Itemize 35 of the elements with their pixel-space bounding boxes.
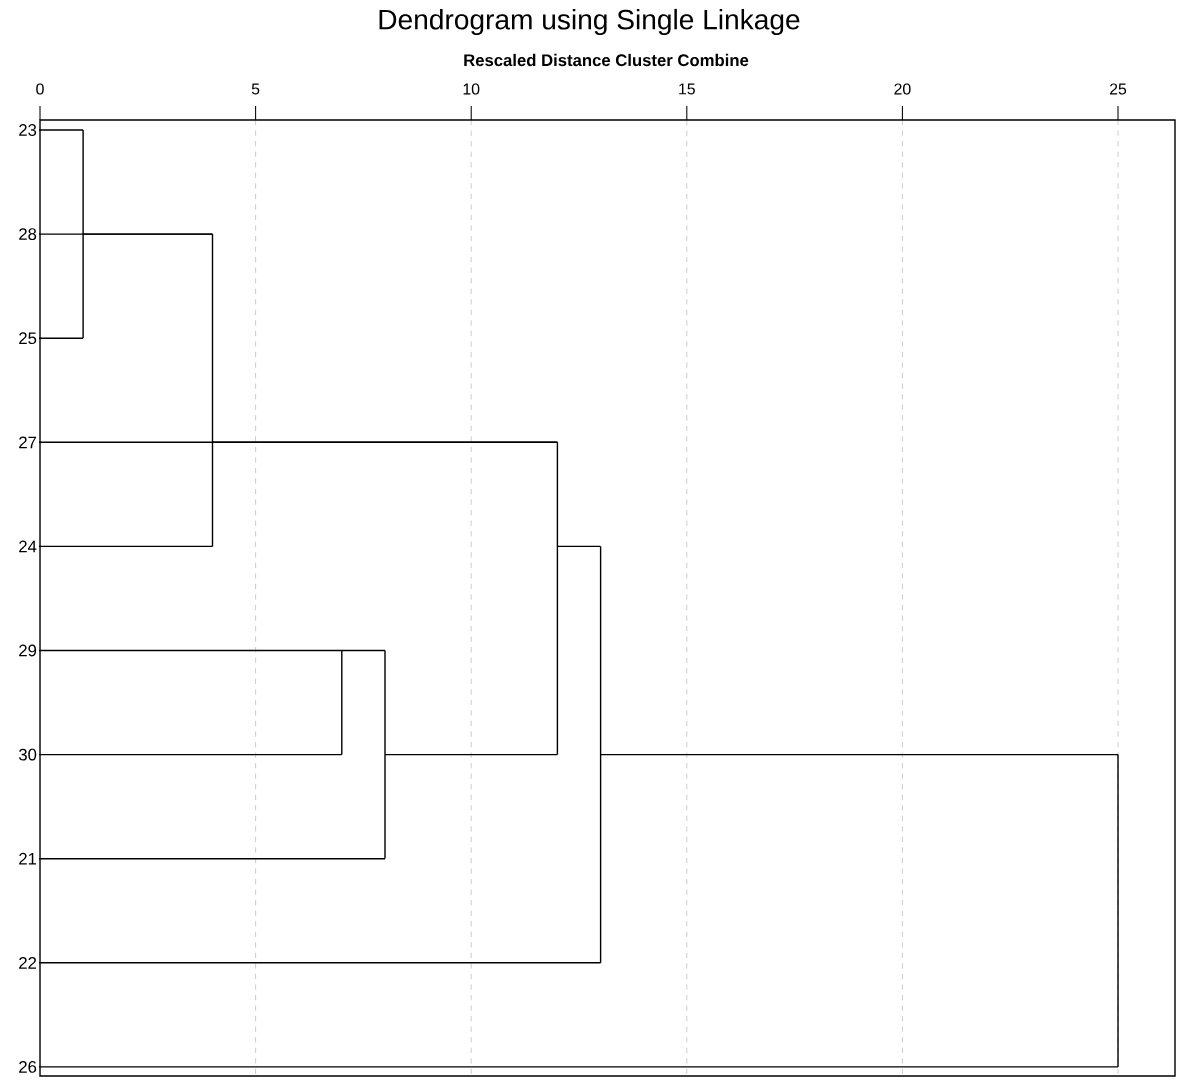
dendrogram-link: [556, 545, 602, 548]
merge-bar: [599, 545, 602, 964]
merge-bar: [556, 441, 559, 756]
leaf-label: 30: [18, 748, 37, 761]
leaf-label: 23: [19, 124, 37, 136]
tick-label: 10: [463, 83, 480, 95]
dendrogram-link: [38, 545, 214, 548]
leaf-label: 21: [19, 852, 37, 865]
dendrogram-link: [38, 129, 84, 131]
dendrogram-link: [38, 858, 386, 860]
dendrogram-link: [38, 337, 84, 339]
dendrogram-link: [341, 649, 386, 652]
tick-label: 5: [251, 83, 260, 95]
dendrogram-link: [384, 753, 559, 756]
leaf-label: 25: [19, 332, 37, 345]
axis-title: Rescaled Distance Cluster Combine: [464, 53, 749, 67]
tick-label: 20: [894, 83, 911, 95]
tick-label: 25: [1110, 83, 1127, 95]
dendrogram-link: [211, 441, 559, 443]
dendrogram-link: [38, 753, 343, 756]
dendrogram-link: [38, 962, 602, 964]
dendrogram-link: [38, 649, 343, 652]
tick-label: 0: [36, 83, 44, 95]
leaf-label: 27: [19, 436, 37, 449]
leaf-label: 29: [19, 644, 37, 657]
chart-title: Dendrogram using Single Linkage: [379, 8, 800, 36]
leaf-label: 24: [19, 540, 37, 553]
leaf-label: 28: [19, 228, 37, 240]
leaf-label: 22: [19, 956, 37, 969]
leaf-label: 26: [19, 1061, 37, 1073]
tick-label: 15: [679, 83, 695, 95]
dendrogram-link: [38, 233, 214, 235]
dendrogram-link: [599, 753, 1119, 756]
merge-bar: [211, 233, 214, 548]
dendrogram-link: [38, 1066, 1119, 1068]
